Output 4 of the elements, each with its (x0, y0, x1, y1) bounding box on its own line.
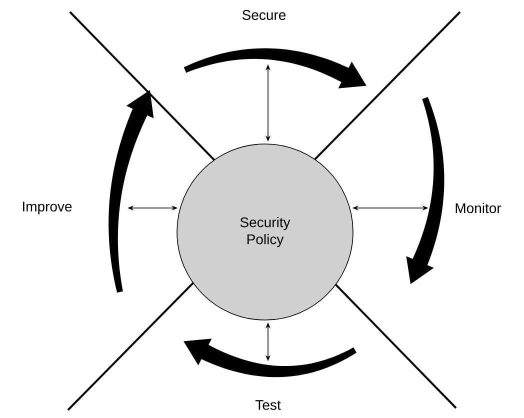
phase-label: Test (255, 400, 281, 410)
phase-label: Secure (242, 10, 286, 20)
phase-label: Monitor (456, 202, 502, 214)
phase-label: Improve (23, 202, 72, 214)
